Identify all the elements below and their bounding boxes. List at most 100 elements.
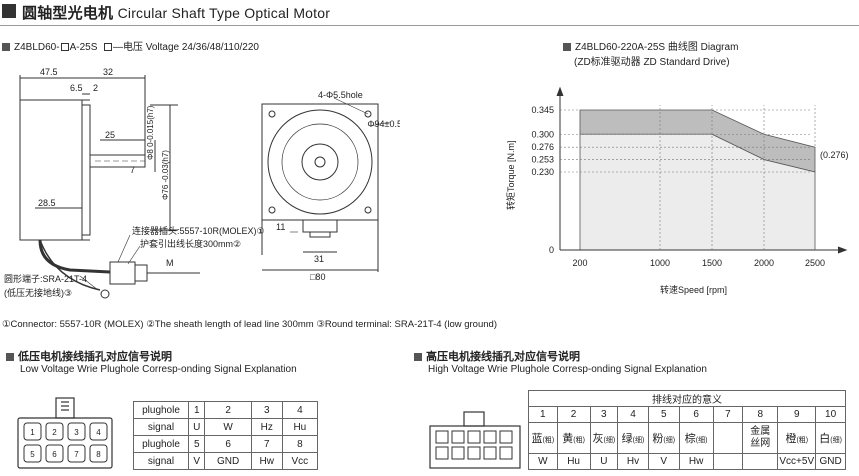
table-cell: Vcc <box>281 452 319 470</box>
square-placeholder-icon <box>60 43 69 52</box>
wire-color-label: 白 <box>819 433 831 445</box>
wire-color-cell: 橙(粗) <box>777 422 817 454</box>
dim-80: □80 <box>310 272 325 282</box>
page-title: 圆轴型光电机 Circular Shaft Type Optical Motor <box>22 5 331 22</box>
connector-pin-frame <box>89 422 108 441</box>
dim-holes: 4-Φ5.5hole <box>318 90 363 100</box>
connector-pin-frame <box>467 446 481 460</box>
y-tick-label: 0.253 <box>531 155 554 165</box>
connector-pin-frame <box>45 422 64 441</box>
x-tick-label: 2500 <box>805 258 825 268</box>
table-cell: 2 <box>204 401 252 419</box>
low-voltage-title: 低压电机接线插孔对应信号说明 <box>6 348 172 364</box>
connector-pin-frame <box>67 422 86 441</box>
connector-pin-label: 7 <box>74 450 79 459</box>
y-tick-label: 0.300 <box>531 129 554 139</box>
connector-pin-frame <box>435 430 449 444</box>
x-tick-label: 1000 <box>650 258 670 268</box>
table-row: 排线对应的意义 <box>528 390 846 407</box>
dim-m: M <box>166 258 174 268</box>
connector-pin-frame <box>435 446 449 460</box>
footnote: ①Connector: 5557-10R (MOLEX) ②The sheath… <box>2 319 497 330</box>
x-tick-label: 2000 <box>754 258 774 268</box>
bullet-icon <box>6 353 14 362</box>
dim-phi94: Φ94±0.5 <box>367 119 400 129</box>
signal-cell: Hv <box>617 453 649 470</box>
x-tick-label: 200 <box>572 258 587 268</box>
table-cell: U <box>187 418 206 436</box>
wire-color-cell: 金属丝网 <box>742 422 779 454</box>
y-tick-label: 0 <box>549 245 554 255</box>
pin-number-cell: 1 <box>528 406 558 423</box>
pin-number-cell: 9 <box>777 406 817 423</box>
wire-color-label: 粉 <box>652 433 664 445</box>
pin-number-cell: 8 <box>742 406 779 423</box>
pin-number-cell: 4 <box>617 406 649 423</box>
wire-size-note: (粗) <box>542 437 555 444</box>
row-header-cell: signal <box>133 452 189 470</box>
wire-color-label: 灰 <box>592 433 604 445</box>
table-cell: 5 <box>187 435 206 453</box>
high-voltage-connector-diagram <box>429 411 521 469</box>
wire-color-label: 绿 <box>621 433 633 445</box>
signal-cell: W <box>528 453 558 470</box>
table-cell: Hu <box>281 418 319 436</box>
connector-pin-frame <box>499 430 513 444</box>
wire-color-cell: 绿(细) <box>617 422 649 454</box>
table-cell: 1 <box>187 401 206 419</box>
pin-number-cell: 10 <box>815 406 846 423</box>
y-axis-arrow-icon <box>556 86 564 97</box>
wire-color-cell: 粉(细) <box>647 422 680 454</box>
connector-pin-label: 3 <box>74 428 79 437</box>
connector-pin-frame <box>67 444 86 463</box>
callout-terminal: 圆形端子:SRA-21T-4 <box>4 273 87 284</box>
connector-pin-label: 2 <box>52 428 57 437</box>
connector-pin-frame <box>467 430 481 444</box>
connector-pin-frame <box>483 446 497 460</box>
connector-pin-frame <box>451 446 465 460</box>
y-tick-label: 0.230 <box>531 167 554 177</box>
row-header-cell: plughole <box>133 401 189 419</box>
wire-color-label: 橙 <box>785 433 797 445</box>
signal-cell: U <box>589 453 619 470</box>
connector-pin-frame <box>45 444 64 463</box>
dim-32: 32 <box>103 67 113 77</box>
connector-pin-label: 1 <box>30 428 35 437</box>
wire-color-cell: 棕(细) <box>678 422 714 454</box>
wire-color-cell: 蓝(粗) <box>528 422 558 454</box>
x-tick-label: 1500 <box>702 258 722 268</box>
wire-color-cell: 白(细) <box>815 422 846 454</box>
dim-phi76: Φ76 -0.03(h7) <box>161 150 170 200</box>
dim-47-5: 47.5 <box>40 67 58 77</box>
dim-25: 25 <box>105 130 115 140</box>
bullet-icon <box>563 43 571 52</box>
wire-size-note: (细) <box>663 437 676 444</box>
connector-pin-label: 4 <box>96 428 101 437</box>
table-cell: W <box>204 418 252 436</box>
square-placeholder-icon <box>103 43 112 52</box>
signal-cell: V <box>647 453 680 470</box>
bullet-icon <box>414 353 422 362</box>
signal-cell: Vcc+5V <box>777 453 817 470</box>
table-cell: GND <box>204 452 252 470</box>
wire-size-note: (粗) <box>796 437 809 444</box>
graph-title: Z4BLD60-220A-25S 曲线图 Diagram <box>563 38 738 53</box>
signal-cell: GND <box>815 453 846 470</box>
wire-size-note: (细) <box>632 437 645 444</box>
low-voltage-subtitle: Low Voltage Wrie Plughole Corresp-onding… <box>20 364 297 375</box>
wire-color-cell <box>712 422 744 454</box>
wire-color-label: 棕 <box>684 433 696 445</box>
pin-number-cell: 7 <box>712 406 744 423</box>
callout-connector: 连接器插头:5557-10R(MOLEX)① <box>132 225 265 236</box>
dim-6-5: 6.5 <box>70 83 83 93</box>
connector-pin-frame <box>483 430 497 444</box>
connector-pin-label: 6 <box>52 450 57 459</box>
